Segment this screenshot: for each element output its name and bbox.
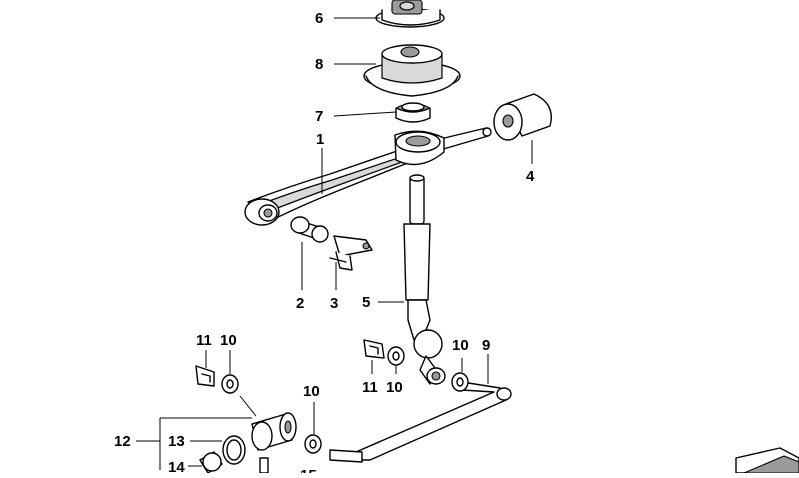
label-4: 4 xyxy=(526,168,535,185)
label-14: 14 xyxy=(168,459,185,473)
part-11-middle-clip xyxy=(363,339,385,359)
label-11-middle: 11 xyxy=(362,379,378,396)
part-10-middle-washer xyxy=(387,346,405,366)
leader-lines xyxy=(136,17,533,470)
label-2: 2 xyxy=(296,295,304,312)
label-10-upper: 10 xyxy=(220,332,237,349)
label-12: 12 xyxy=(114,433,131,450)
label-10-right: 10 xyxy=(452,337,469,354)
part-7 xyxy=(395,102,431,123)
label-13: 13 xyxy=(168,433,185,450)
part-10-upper-washer xyxy=(221,374,239,394)
label-7: 7 xyxy=(315,108,323,125)
part-12-joint xyxy=(251,412,297,451)
part-10-right-washer xyxy=(451,372,469,392)
label-10-lower: 10 xyxy=(303,383,320,400)
part-10-lower-washer xyxy=(304,434,322,454)
part-2 xyxy=(290,216,329,243)
part-15-pin xyxy=(259,457,269,474)
label-9: 9 xyxy=(482,337,490,354)
part-3 xyxy=(329,235,373,271)
part-13-ring xyxy=(222,435,246,465)
part-1 xyxy=(244,127,492,226)
label-6: 6 xyxy=(315,10,323,27)
label-10-middle: 10 xyxy=(386,379,403,396)
label-8: 8 xyxy=(315,56,323,73)
label-11-upper: 11 xyxy=(196,332,212,349)
label-1: 1 xyxy=(316,131,324,148)
label-3: 3 xyxy=(330,295,338,312)
part-6 xyxy=(375,0,445,28)
corner-wedge-icon xyxy=(735,447,799,474)
part-4 xyxy=(493,93,552,141)
part-11-upper-clip xyxy=(195,365,215,387)
part-9 xyxy=(329,381,512,463)
label-15: 15 xyxy=(300,467,317,473)
part-5 xyxy=(403,174,446,385)
part-8 xyxy=(363,44,461,97)
part-14-bushing xyxy=(199,451,223,474)
label-5: 5 xyxy=(362,294,370,311)
